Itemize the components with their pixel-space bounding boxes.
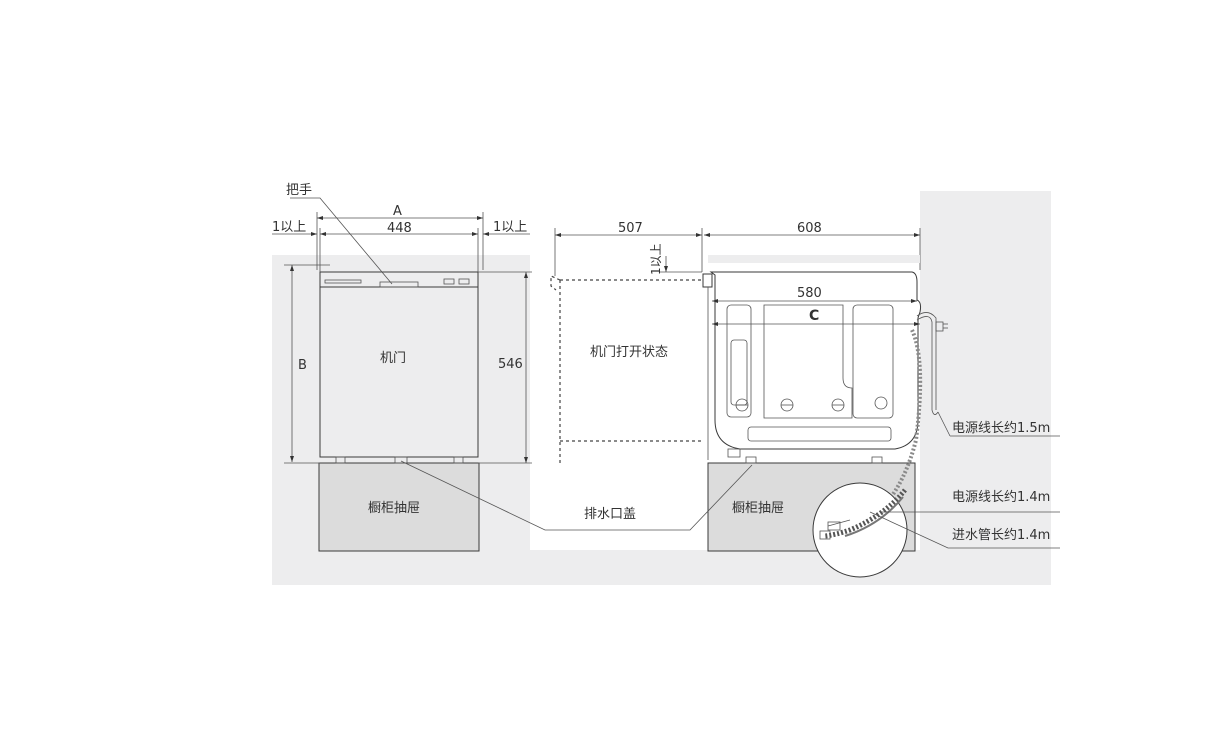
label-power-cord-14: 电源线长约1.4m [952,490,1050,505]
door-open-outline [550,275,703,463]
handle-leader [290,197,393,285]
label-clearance-top: 1以上 [649,243,663,275]
label-dim-507: 507 [618,221,643,236]
label-power-cord-15: 电源线长约1.5m [952,421,1050,436]
front-dimensions [272,212,532,464]
front-view [319,271,479,464]
hose-detail-circle [812,482,908,578]
label-dim-580: 580 [797,286,822,301]
label-dim-546: 546 [498,357,523,372]
label-door: 机门 [380,351,406,366]
label-inlet-hose-14: 进水管长约1.4m [952,528,1050,543]
power-cord [916,312,951,437]
label-drawer-right: 橱柜抽屉 [732,501,784,516]
drain-cover-leader [400,460,753,531]
label-dim-608: 608 [797,221,822,236]
label-dim-448: 448 [387,221,412,236]
label-dim-c: C [809,308,819,324]
label-dim-a: A [393,204,402,219]
label-handle: 把手 [286,183,312,198]
leader-inlet-hose-14 [869,511,1060,549]
label-dim-b: B [298,358,307,373]
label-door-open: 机门打开状态 [590,345,668,360]
label-drawer-left: 橱柜抽屉 [368,501,420,516]
label-clearance-left: 1以上 [272,220,306,235]
label-clearance-right: 1以上 [493,220,527,235]
side-inner-dimensions [712,299,920,326]
background-area-right [920,191,1051,585]
cabinet-drawer-left [318,462,480,552]
side-dimensions [554,228,921,276]
label-drain-cover: 排水口盖 [584,507,636,522]
side-view [702,255,923,507]
